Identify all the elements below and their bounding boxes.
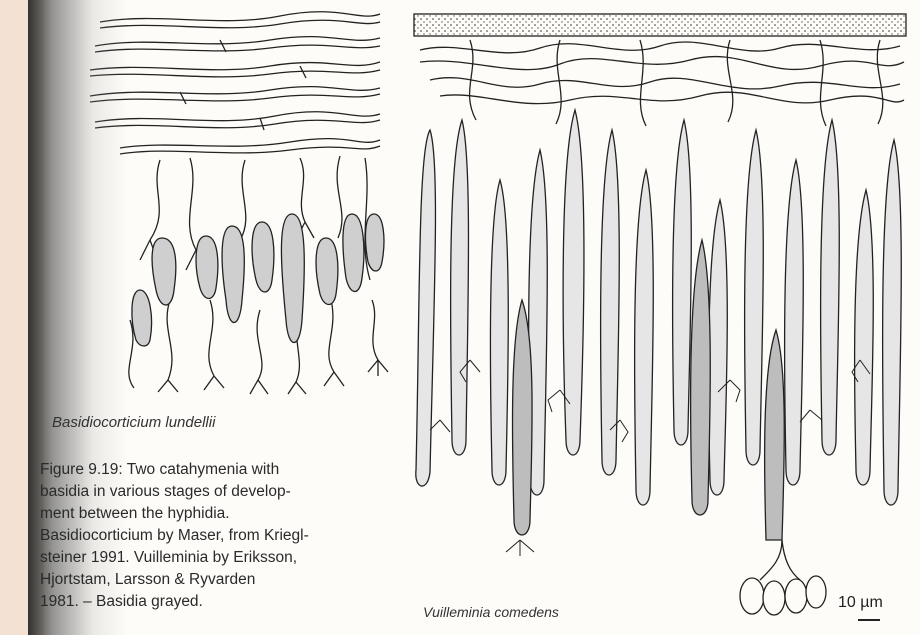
caption-line: basidia in various stages of develop- [40,481,380,503]
subiculum-hyphae [90,12,380,154]
scale-bar [858,619,880,621]
vuilleminia-drawing [414,14,906,615]
basidia [132,214,384,346]
long-hyphidia [416,110,901,505]
stippled-surface-layer [414,14,906,36]
basidiocorticium-drawing [90,12,388,394]
mature-basidium [740,540,826,615]
caption-line: Hjortstam, Larsson & Ryvarden [40,569,380,591]
left-species-caption: Basidiocorticium lundellii [52,414,392,431]
right-species-caption: Vuilleminia comedens [423,604,559,620]
caption-line: Basidiocorticium by Maser, from Kriegl- [40,525,380,547]
scale-bar-label: 10 µm [838,594,883,612]
caption-line: steiner 1991. Vuilleminia by Eriksson, [40,547,380,569]
upper-hyphae [420,40,904,126]
caption-line: ment between the hyphidia. [40,503,380,525]
caption-line: Figure 9.19: Two catahymenia with [40,459,380,481]
figure-caption: Figure 9.19: Two catahymenia with basidi… [40,459,380,613]
caption-line: 1981. – Basidia grayed. [40,591,380,613]
